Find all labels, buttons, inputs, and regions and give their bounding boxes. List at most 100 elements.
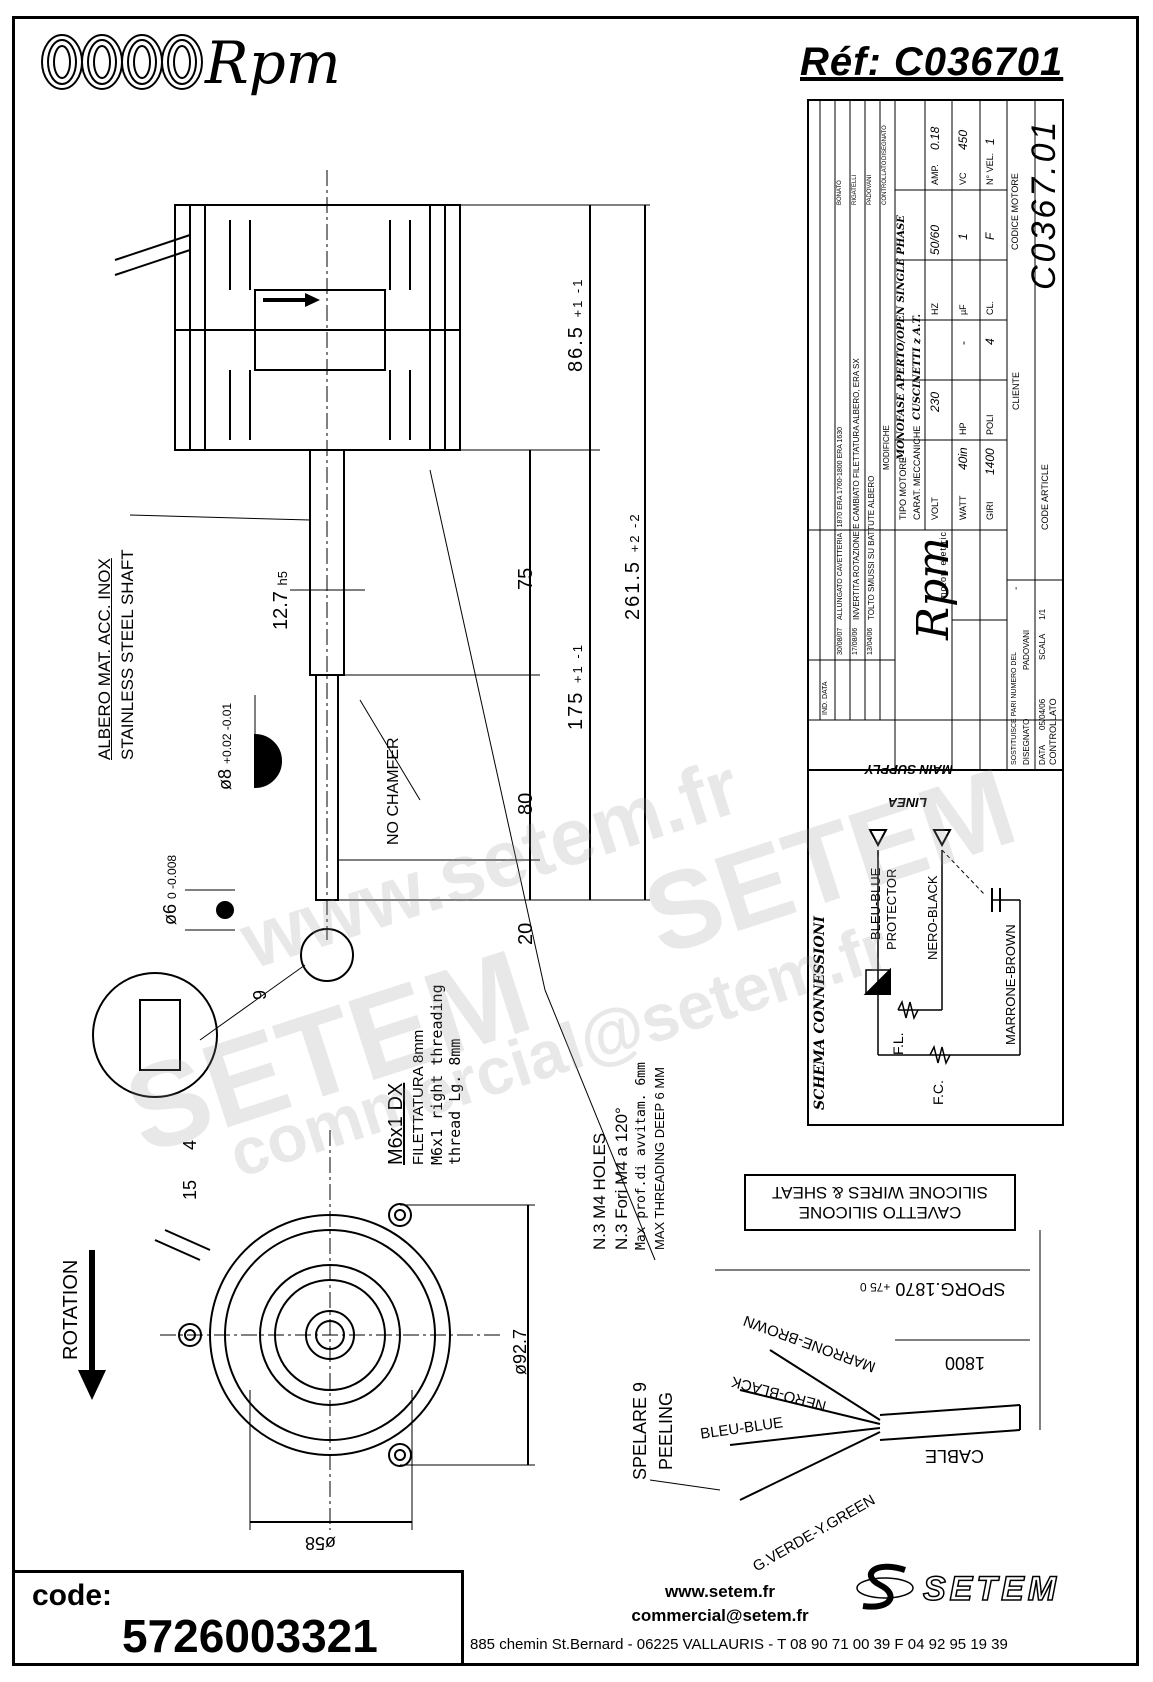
setem-logo: SETEM — [855, 1560, 1125, 1620]
schema-brown: MARRONE-BROWN — [1003, 924, 1018, 1045]
uf-value: 1 — [956, 233, 970, 240]
hz-value: 50/60 — [928, 224, 942, 255]
cl-label: CL. — [985, 300, 995, 315]
shaft-note-en: STAINLESS STEEL SHAFT — [118, 549, 137, 760]
poli-label: POLI — [985, 414, 995, 435]
rev2-date: 17/08/06 — [852, 627, 859, 655]
tipo-motore: MONOFASE APERTO/OPEN SINGLE PHASE — [896, 215, 907, 460]
reference-number: Réf: C036701 — [800, 40, 1064, 84]
cliente-label: CLIENTE — [1011, 371, 1021, 410]
col-padovani: PADOVANI — [867, 174, 873, 205]
email-link[interactable]: commercial@setem.fr — [631, 1606, 809, 1625]
rev-header: IND. DATA — [822, 681, 829, 715]
cable-note: CAVETTO SILICONE SILICONE WIRES & SHEAT — [772, 1183, 989, 1222]
volt-value: 230 — [928, 391, 942, 412]
uf-label: µF — [958, 304, 968, 315]
no-chamfer-note: NO CHAMFER — [385, 737, 402, 845]
volt-label: VOLT — [930, 497, 940, 520]
drawing-frame — [12, 16, 1139, 1666]
vel-label: N° VEL. — [985, 152, 995, 185]
holes-note-1: N.3 M4 HOLES — [590, 1132, 609, 1250]
schema-fc: F.C. — [930, 1080, 946, 1105]
code-article-label: CODE ARTICLE — [1040, 464, 1050, 530]
dim-20: 20 — [515, 922, 537, 945]
rpm-logo — [40, 30, 370, 100]
dim-92-7: ø92.7 — [510, 1328, 530, 1375]
dim-sporg: SPORG.1870 +75 0 — [860, 1279, 1006, 1299]
cable-note-box — [744, 1174, 1016, 1231]
col-rigatelli: RIGATELLI — [852, 174, 858, 205]
sostituisce-label: SOSTITUISCE PARI NUMERO DEL — [1011, 651, 1018, 765]
rev3-desc: ALLUNGATO CAVETTERIA : 1870 ERA 1760-180… — [837, 427, 844, 620]
dim-12-7: 12.7 h5 — [270, 571, 292, 630]
dim-175: 175 +1 -1 — [565, 643, 587, 730]
dim-8: ø8 +0.02 -0.01 — [215, 702, 235, 790]
title-block-logo: Rpm — [908, 536, 959, 640]
holes-note-3: Max prof.di avvitam. 6mm — [634, 1062, 649, 1250]
setem-wordmark: SETEM — [922, 1569, 1061, 1609]
dim-1800: 1800 — [945, 1353, 986, 1373]
carat-label: CARAT. MECCANICHE — [912, 425, 922, 520]
rotation-label: ROTATION — [60, 1259, 82, 1360]
modifiche-label: MODIFICHE — [882, 425, 891, 470]
col-bonato: BONATO — [837, 180, 843, 205]
vc-label: VC — [958, 172, 968, 185]
tipo-motore-label: TIPO MOTORE — [898, 457, 908, 520]
title-block — [807, 99, 1064, 771]
vc-value: 450 — [956, 129, 970, 150]
dim-75: 75 — [515, 567, 537, 590]
hz-label: HZ — [930, 303, 940, 315]
poli-value: 4 — [983, 338, 997, 345]
controllato-label: CONTROLLATO — [1048, 698, 1058, 765]
carat-value: CUSCINETTI z A.T. — [912, 313, 923, 420]
codice-motore-value: C0367.01 — [1025, 118, 1063, 290]
peeling-label: PEELING — [656, 1391, 676, 1470]
spelare-label: SPELARE 9 — [630, 1381, 650, 1480]
coil-logo-icon — [41, 34, 203, 90]
data-value: 05/04/06 — [1038, 698, 1047, 730]
codice-motore-label: CODICE MOTORE — [1010, 173, 1020, 250]
col-disegnato: DISEGNATO — [882, 125, 888, 160]
website-link[interactable]: www.setem.fr — [665, 1582, 775, 1601]
amp-label: AMP. — [930, 164, 940, 185]
hp-label: HP — [958, 422, 968, 435]
rev2-desc: INVERTITA ROTAZIONE E CAMBIATO FILETTATU… — [852, 358, 861, 620]
watt-value: 40in — [956, 447, 970, 470]
holes-note-4: MAX THREADING DEEP 6 MM — [652, 1067, 667, 1250]
disegnato-value: PADOVANI — [1022, 629, 1031, 670]
brand-name: Rpm — [205, 29, 341, 97]
rev1-date: 13/04/06 — [867, 627, 874, 655]
watt-label: WATT — [958, 495, 968, 521]
dim-15: 15 — [180, 1179, 200, 1200]
cl-value: F — [983, 232, 997, 240]
vel-value: 1 — [983, 138, 997, 145]
setem-swoosh-icon — [856, 1563, 914, 1610]
shaft-note-it: ALBERO MAT. ACC. INOX — [95, 558, 114, 760]
holes-note-2: N.3 Fori M4 a 120° — [612, 1107, 631, 1250]
address-line: 885 chemin St.Bernard - 06225 VALLAURIS … — [470, 1636, 1008, 1653]
dim-6: ø6 0 -0.008 — [160, 854, 180, 925]
code-label: code: — [32, 1579, 113, 1612]
title-block-logo-sub: motori elettrici — [938, 527, 948, 600]
rev1-desc: TOLTO SMUSSI SU BATTUTE ALBERO — [867, 475, 876, 620]
contact-block: www.setem.fr commercial@setem.fr — [520, 1580, 920, 1628]
sostituisce-value: - — [1011, 586, 1022, 590]
hp-value: - — [956, 341, 970, 345]
code-box: code: 5726003321 — [12, 1570, 464, 1666]
scala-label: SCALA — [1038, 633, 1047, 660]
schema-fl: F.L. — [890, 1032, 906, 1055]
scala-value: 1/1 — [1038, 608, 1047, 620]
giri-label: GIRI — [985, 501, 995, 520]
dim-86-5: 86.5 +1 -1 — [565, 277, 587, 373]
dim-261-5: 261.5 +2 -2 — [622, 512, 644, 620]
code-value: 5726003321 — [122, 1610, 378, 1662]
data-label: DATA — [1038, 744, 1047, 765]
dim-58: ø58 — [305, 1533, 337, 1553]
rev3-date: 30/08/07 — [837, 627, 844, 655]
disegnato-label: DISEGNATO — [1022, 718, 1031, 765]
amp-value: 0.18 — [928, 126, 942, 150]
giri-value: 1400 — [983, 448, 997, 475]
motor-body — [174, 204, 461, 451]
col-controllato: CONTROLLATO — [882, 160, 888, 205]
